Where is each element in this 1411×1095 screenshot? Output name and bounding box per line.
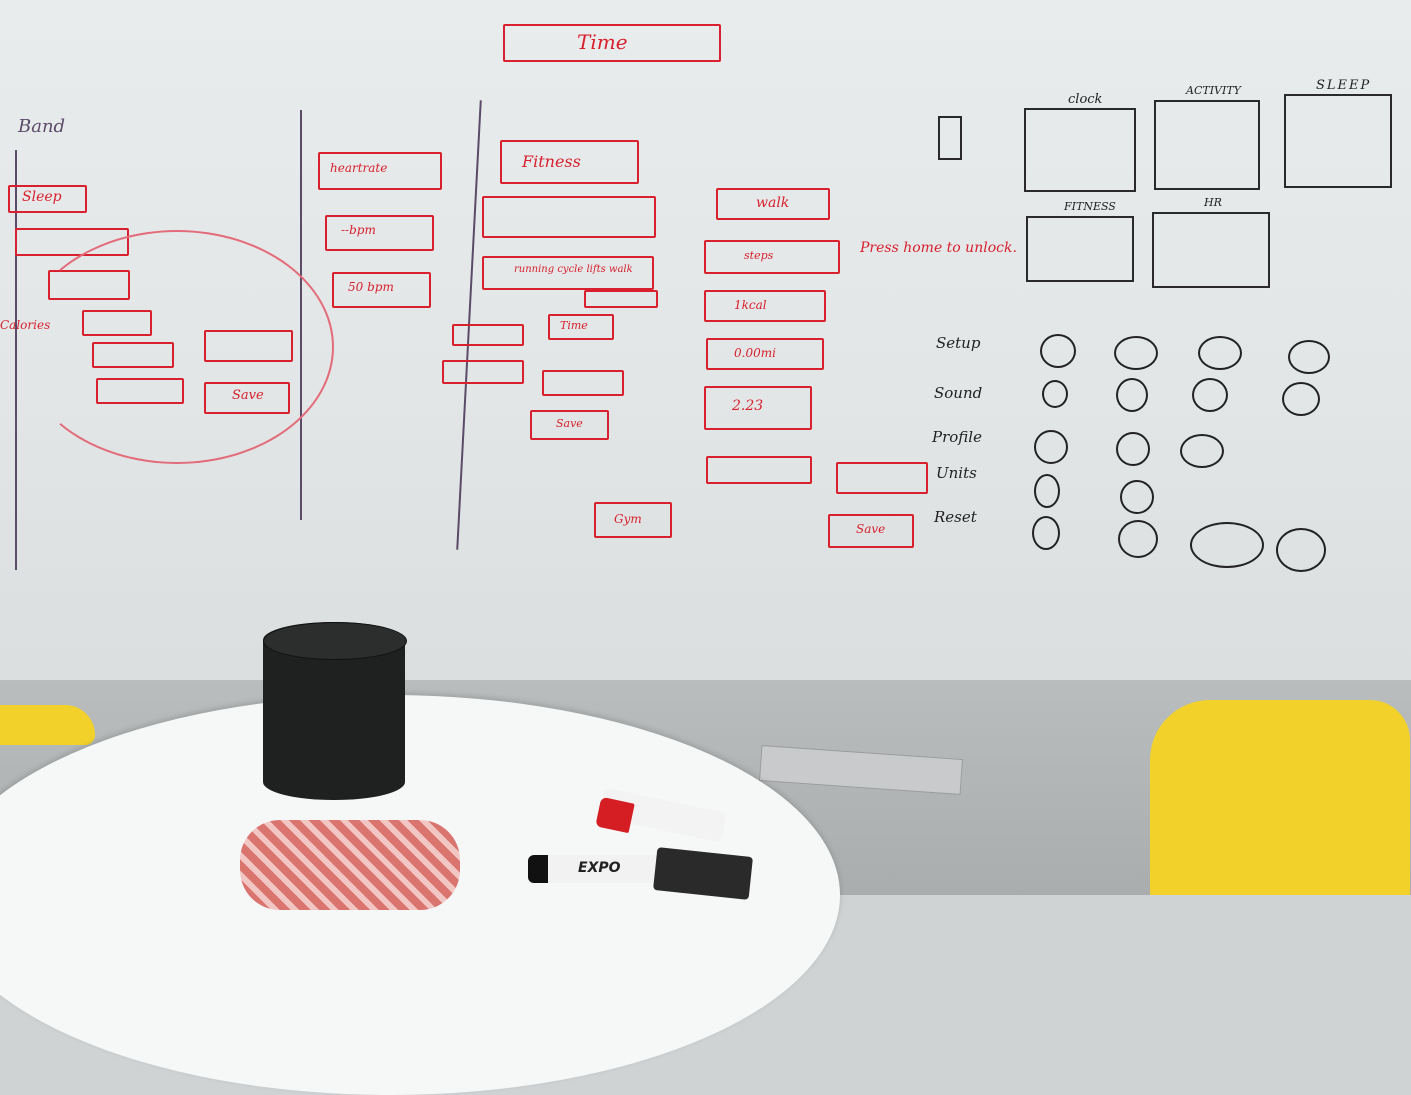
time-small-label: Time — [560, 319, 588, 332]
save-box: Save — [828, 514, 914, 548]
clock-screen — [1024, 108, 1136, 192]
flow-node — [1282, 382, 1320, 416]
flow-node — [1192, 378, 1228, 412]
press-home-label: Press home to unlock. — [860, 240, 1017, 256]
chair — [1150, 700, 1410, 895]
save-box: Save — [530, 410, 609, 440]
time-box: Time — [503, 24, 721, 62]
fitness-box — [482, 196, 656, 238]
flow-node — [1180, 434, 1224, 468]
fitness-screen — [1026, 216, 1134, 282]
bpm-50-label: 50 bpm — [348, 280, 394, 294]
fitness-screen-label: FITNESS — [1064, 200, 1116, 213]
sleep-box: Sleep — [8, 185, 87, 213]
kcal-label: 1kcal — [734, 298, 767, 312]
fitness-box — [542, 370, 624, 396]
bpm-dash-label: --bpm — [341, 223, 376, 237]
value-label: 2.23 — [732, 398, 764, 414]
kcal-box: 1kcal — [704, 290, 826, 322]
units-label: Units — [936, 464, 977, 482]
heartrate-label: heartrate — [330, 161, 388, 175]
time-small-box: Time — [548, 314, 614, 340]
distance-label: 0.00mi — [734, 346, 776, 360]
profile-label: Profile — [932, 428, 982, 446]
flow-node — [1198, 336, 1242, 370]
flow-node — [1040, 334, 1076, 368]
list-box — [836, 462, 928, 494]
bpm-box: 50 bpm — [332, 272, 431, 308]
activity-label: ACTIVITY — [1186, 84, 1241, 97]
flow-node — [1032, 516, 1060, 550]
flow-node — [1120, 480, 1154, 514]
flow-node — [1276, 528, 1326, 572]
device-icon — [938, 116, 962, 160]
loop-curve — [20, 230, 334, 464]
save-label: Save — [856, 522, 886, 536]
clock-label: clock — [1068, 92, 1103, 107]
band-label: Band — [18, 116, 66, 137]
time-label: Time — [577, 30, 628, 54]
hr-screen — [1152, 212, 1270, 288]
flow-node — [1118, 520, 1158, 558]
marker-brand: EXPO — [578, 860, 621, 876]
flow-node — [1190, 522, 1264, 568]
cup-rim — [263, 622, 407, 660]
sleep-label: Sleep — [22, 189, 62, 205]
flow-node — [1116, 432, 1150, 466]
modes-box: running cycle lifts walk — [482, 256, 654, 290]
distance-box: 0.00mi — [706, 338, 824, 370]
fitness-box — [452, 324, 524, 346]
walk-box: walk — [716, 188, 830, 220]
gym-label: Gym — [614, 512, 642, 526]
list-box — [706, 456, 812, 484]
divider-line — [15, 150, 17, 570]
sound-label: Sound — [934, 384, 983, 402]
steps-box: steps — [704, 240, 840, 274]
save-label: Save — [556, 417, 583, 430]
bpm-box: --bpm — [325, 215, 434, 251]
fitness-label: Fitness — [522, 152, 581, 171]
hr-label: HR — [1204, 196, 1222, 209]
fitness-box — [584, 290, 658, 308]
setup-label: Setup — [936, 334, 981, 352]
heartrate-box: heartrate — [318, 152, 442, 190]
flow-node — [1116, 378, 1148, 412]
scarf — [240, 820, 460, 910]
walk-label: walk — [756, 195, 790, 211]
modes-label: running cycle lifts walk — [514, 264, 633, 275]
activity-screen — [1154, 100, 1260, 190]
reset-label: Reset — [934, 508, 977, 526]
steps-label: steps — [744, 249, 774, 262]
chair — [0, 705, 95, 745]
sleep-screen — [1284, 94, 1392, 188]
flow-node — [1288, 340, 1330, 374]
black-marker-cap — [528, 855, 548, 883]
flow-node — [1034, 430, 1068, 464]
value-box: 2.23 — [704, 386, 812, 430]
flow-node — [1034, 474, 1060, 508]
fitness-box: Fitness — [500, 140, 639, 184]
fitness-box — [442, 360, 524, 384]
flow-node — [1042, 380, 1068, 408]
gym-box: Gym — [594, 502, 672, 538]
sleep-screen-label: SLEEP — [1316, 78, 1372, 93]
flow-node — [1114, 336, 1158, 370]
